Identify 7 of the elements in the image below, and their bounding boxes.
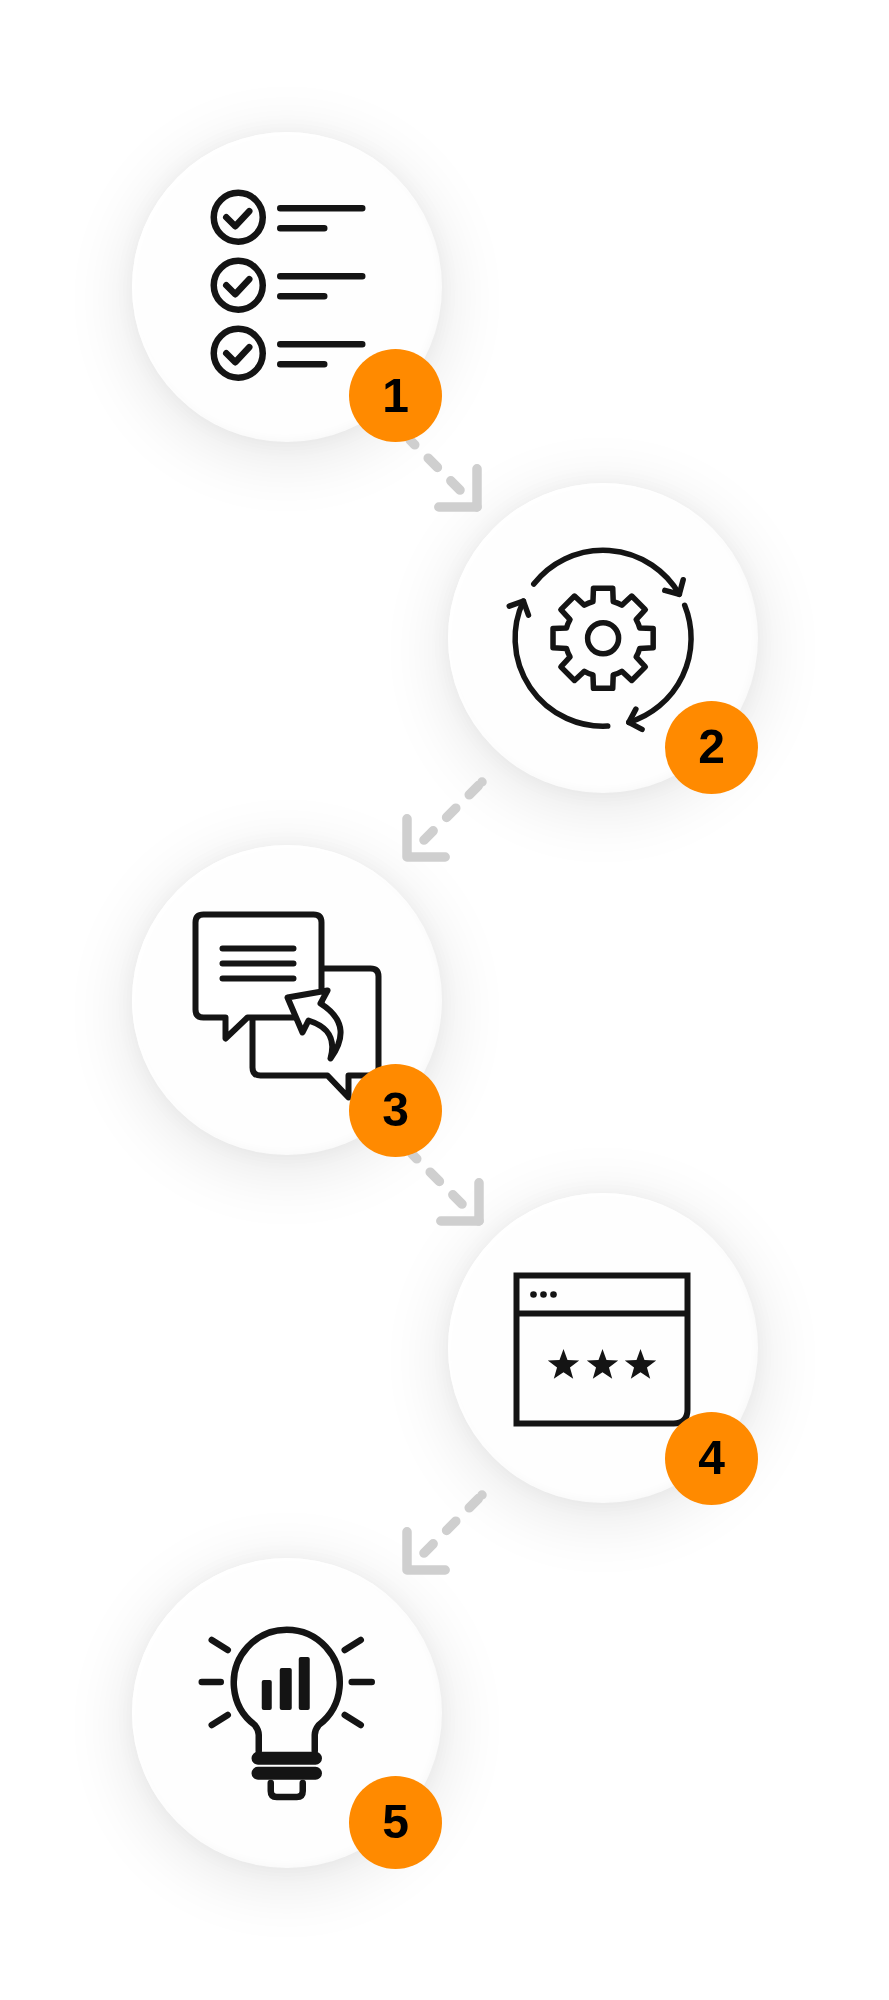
step-number: 2 [698, 723, 725, 771]
dashed-arrow [402, 1490, 487, 1575]
step-number: 5 [382, 1798, 409, 1846]
step-number: 3 [382, 1086, 409, 1134]
dashed-arrow [402, 777, 487, 862]
step-number: 4 [698, 1434, 725, 1482]
step-number: 1 [382, 371, 409, 420]
